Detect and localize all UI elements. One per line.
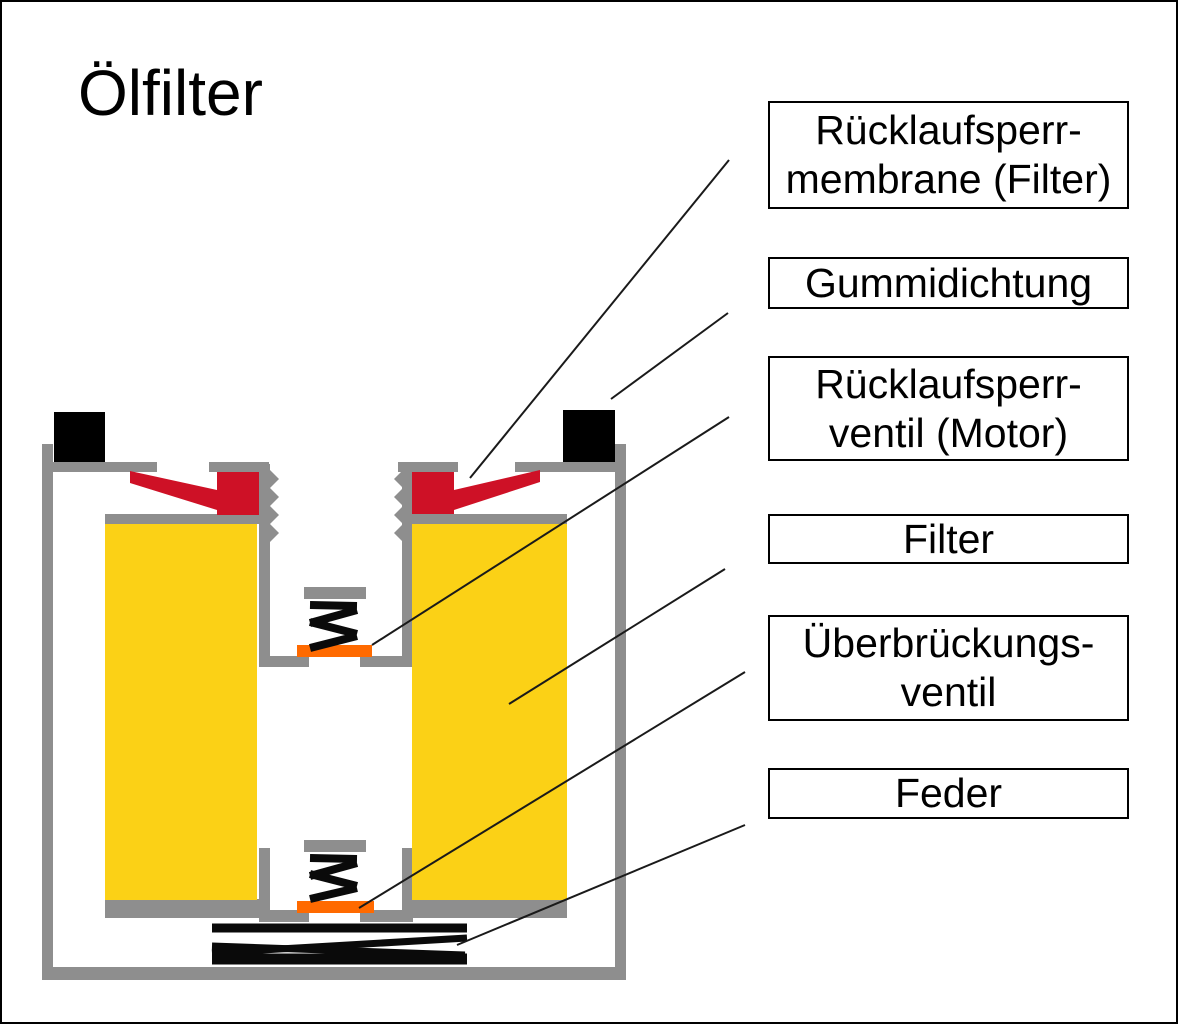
top-plate-center-right-rim — [398, 462, 458, 472]
center-tube-lower-right-wall — [402, 848, 413, 918]
label-filter-line1: Filter — [902, 515, 995, 562]
label-gasket-line1: Gummidichtung — [804, 259, 1093, 306]
bypass-valve-spring — [308, 854, 359, 903]
filter-element-group — [105, 524, 567, 900]
label-spring-line1: Feder — [894, 770, 1003, 816]
page-title: Ölfilter — [78, 57, 263, 129]
label-check-valve-line2: ventil (Motor) — [828, 409, 1069, 456]
leader-line-bypass-valve — [358, 671, 746, 909]
label-bypass-valve-line1: Überbrückungs- — [802, 620, 1095, 666]
main-spring-cross-coil — [211, 934, 468, 957]
lower-spring-cap — [304, 840, 366, 852]
membrane-block-left — [217, 472, 259, 515]
label-box-spring: Feder — [768, 768, 1129, 819]
filter-element-left — [105, 524, 257, 900]
leader-line-check-valve — [371, 416, 730, 646]
filter-endcap-left-top — [105, 514, 270, 524]
lower-valve-seat-left — [259, 910, 309, 922]
check-valve-plate — [297, 645, 372, 657]
leader-line-filter — [508, 568, 726, 705]
leader-lines-group — [358, 159, 746, 946]
rubber-gasket-right — [563, 410, 615, 462]
bypass-valve-plate — [297, 901, 374, 913]
filter-endcap-left-bottom — [105, 899, 270, 918]
springs-group — [211, 601, 468, 965]
upper-spring-cap — [304, 587, 366, 599]
label-box-bypass-valve: Überbrückungs- ventil — [768, 615, 1129, 721]
leader-line-gasket — [610, 312, 729, 400]
housing-left-wall — [42, 444, 53, 980]
center-tube-lower-left-wall — [259, 848, 270, 918]
label-box-membrane: Rücklaufsperr- membrane (Filter) — [768, 101, 1129, 209]
rubber-gasket-left — [54, 412, 105, 462]
label-box-filter: Filter — [768, 514, 1129, 564]
center-tube-upper-right-wall — [402, 464, 413, 656]
label-bypass-valve-line2: ventil — [900, 669, 997, 715]
gasket-group — [54, 410, 615, 462]
housing-right-wall — [615, 444, 626, 980]
membrane-group — [130, 470, 540, 515]
label-membrane-line2: membrane (Filter) — [785, 156, 1112, 202]
top-plate-right — [515, 462, 625, 472]
label-membrane-line1: Rücklaufsperr- — [815, 107, 1082, 153]
label-box-check-valve: Rücklaufsperr- ventil (Motor) — [768, 356, 1129, 461]
membrane-flap-right — [454, 470, 540, 510]
filter-endcap-right-top — [402, 514, 567, 524]
label-check-valve-line1: Rücklaufsperr- — [815, 360, 1082, 407]
center-tube-upper-left-wall — [259, 464, 270, 656]
upper-valve-seat-left — [259, 656, 309, 667]
top-plate-center-left-rim — [209, 462, 269, 472]
thread-right — [394, 470, 403, 542]
housing-group — [42, 444, 626, 980]
check-valve-spring — [308, 601, 359, 652]
membrane-block-right — [412, 472, 454, 514]
thread-left — [270, 470, 279, 542]
upper-valve-seat-right — [360, 656, 413, 667]
leader-line-membrane — [469, 159, 730, 479]
leader-line-spring — [456, 824, 746, 946]
membrane-flap-left — [130, 471, 217, 510]
label-box-gasket: Gummidichtung — [768, 257, 1129, 309]
housing-bottom-wall — [42, 967, 626, 980]
filter-endcap-right-bottom — [402, 899, 567, 918]
top-plate-left — [42, 462, 157, 472]
filter-element-right — [412, 524, 567, 900]
